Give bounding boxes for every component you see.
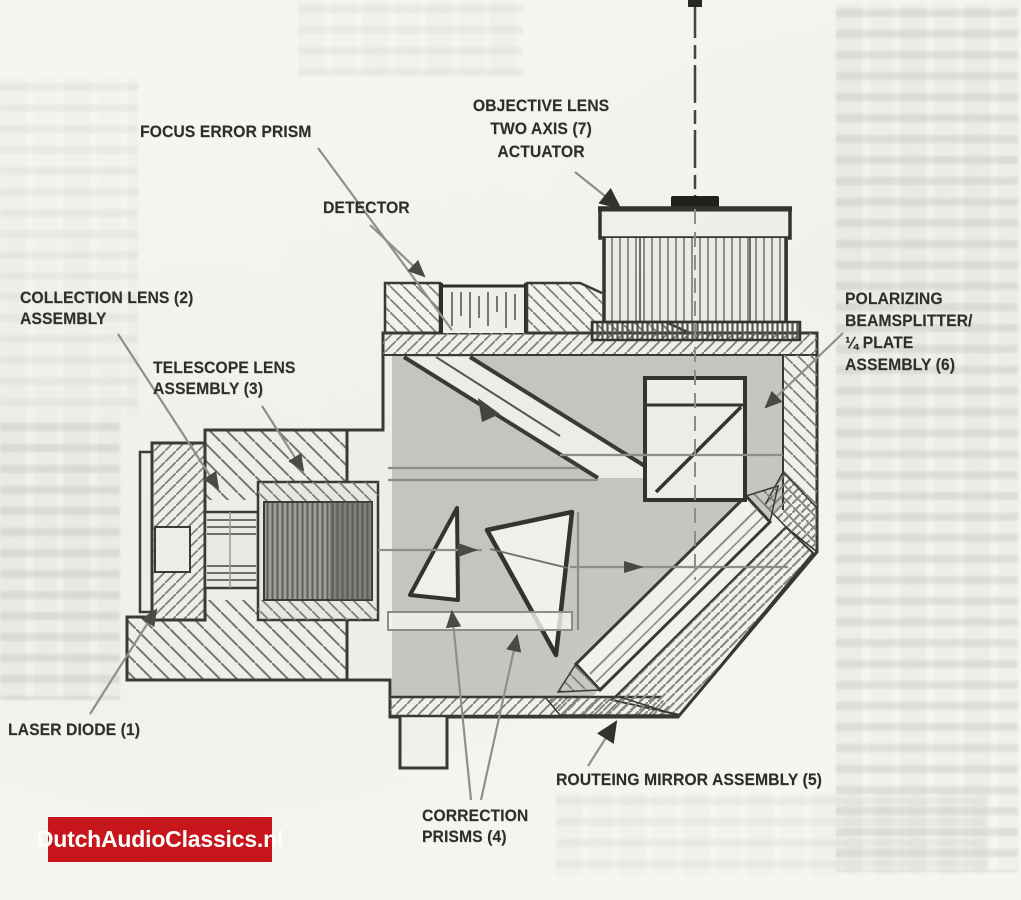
beam-arrow-left: [458, 543, 478, 557]
routing-mirror-assembly: [543, 470, 818, 717]
correction-prism-small: [408, 506, 460, 602]
collection-lens-assembly: [203, 510, 260, 590]
leader-collection-lens: [117, 333, 220, 490]
telescope-lens-assembly: [256, 480, 380, 622]
leader-laser-diode: [89, 608, 158, 715]
label-collection-line1: COLLECTION LENS (2): [20, 289, 194, 307]
watermark-text: DutchAudioClassics.nl: [36, 826, 284, 852]
label-detector: DETECTOR: [323, 199, 410, 217]
label-correction-line2: PRISMS (4): [422, 828, 507, 846]
laser-diode-assembly: [138, 441, 207, 622]
beam-direction-arrow: [478, 398, 500, 422]
label-objective-line1: OBJECTIVE LENS: [472, 97, 610, 115]
objective-lens: [671, 196, 719, 209]
leader-detector: [369, 224, 426, 278]
label-objective-line3: ACTUATOR: [497, 143, 585, 161]
label-collection-line2: ASSEMBLY: [20, 310, 107, 328]
leader-correction-prism-left: [445, 609, 473, 801]
label-laser-diode: LASER DIODE (1): [8, 721, 141, 739]
label-objective-line2: TWO AXIS (7): [490, 120, 592, 138]
leader-telescope-lens: [261, 405, 305, 472]
label-collection-lens: COLLECTION LENS (2) ASSEMBLY: [20, 288, 193, 330]
leader-routing-mirror: [587, 720, 618, 767]
label-telescope-line1: TELESCOPE LENS: [153, 359, 296, 377]
label-telescope-lens: TELESCOPE LENS ASSEMBLY (3): [153, 358, 295, 400]
objective-lens-actuator: [590, 0, 802, 580]
beam-path-lines: [378, 453, 788, 631]
label-focus-error-prism: FOCUS ERROR PRISM: [140, 123, 312, 141]
label-polarizing-line3: ¼ PLATE: [845, 334, 914, 352]
label-routeing-mirror: ROUTEING MIRROR ASSEMBLY (5): [556, 771, 822, 789]
watermark-badge: DutchAudioClassics.nl: [37, 817, 283, 862]
label-polarizing-beamsplitter: POLARIZING BEAMSPLITTER/ ¼ PLATE ASSEMBL…: [845, 288, 973, 376]
label-correction-line1: CORRECTION: [422, 807, 529, 825]
label-correction-prisms: CORRECTION PRISMS (4): [422, 806, 528, 848]
label-leader-lines: [89, 147, 844, 801]
leader-correction-prism-right: [479, 633, 522, 801]
label-objective-lens-actuator: OBJECTIVE LENS TWO AXIS (7) ACTUATOR: [446, 95, 636, 164]
beam-arrow-right: [624, 561, 644, 573]
leader-objective-actuator: [574, 171, 622, 210]
label-polarizing-line2: BEAMSPLITTER/: [845, 312, 973, 330]
leader-beamsplitter: [764, 332, 844, 409]
detector-lens-elements: [451, 292, 516, 328]
label-polarizing-line1: POLARIZING: [845, 290, 943, 308]
label-polarizing-line4: ASSEMBLY (6): [845, 356, 956, 374]
focus-error-prism: [402, 355, 666, 480]
label-telescope-line2: ASSEMBLY (3): [153, 380, 264, 398]
